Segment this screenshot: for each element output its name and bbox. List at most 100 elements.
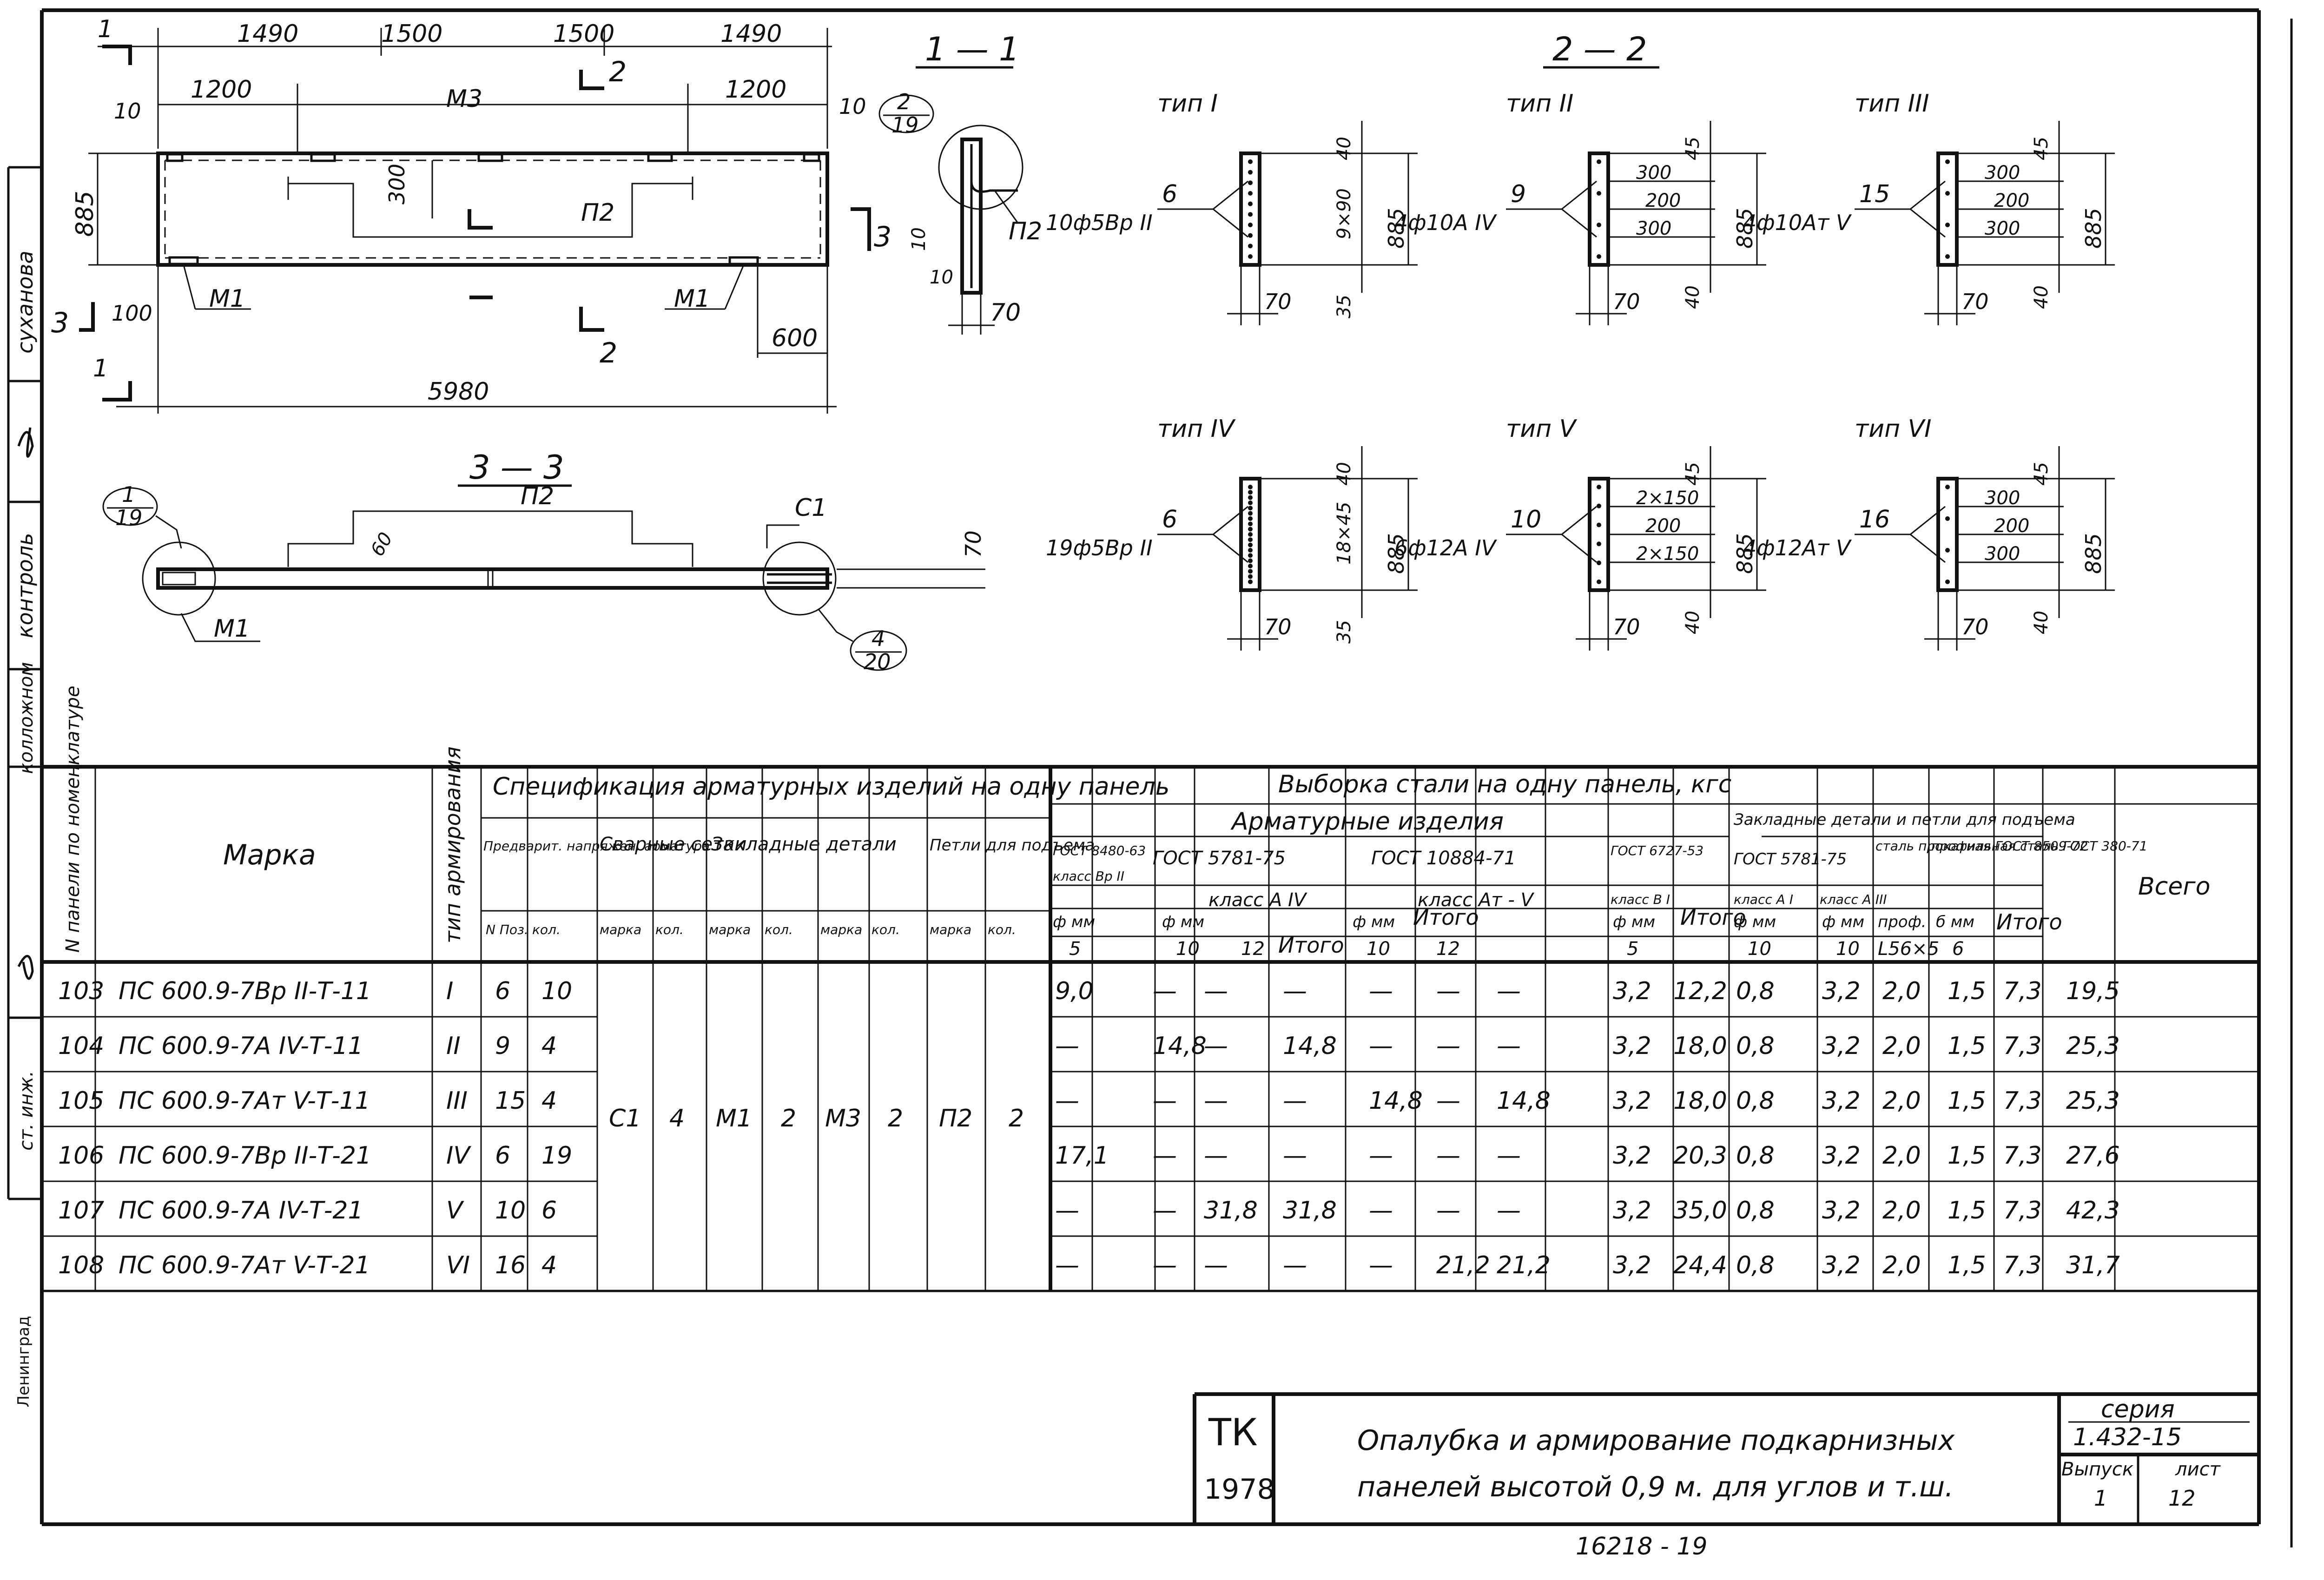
label-p2: П2 (581, 199, 614, 227)
row-poz: 10 (495, 1197, 526, 1224)
type-dim: 300 (1636, 162, 1671, 184)
hdr-fmm: ф мм (1822, 913, 1864, 931)
type-dim: 40 (2031, 611, 2052, 634)
hdr-zakl: Закладные детали (711, 834, 897, 855)
row-value: 42,3 (2066, 1197, 2120, 1224)
type-label: тип III (1855, 90, 1929, 118)
type-dim: 2×150 (1636, 487, 1699, 509)
type-width: 885 (1384, 533, 1409, 574)
row-value: 19,5 (2066, 977, 2120, 1005)
row-value: — (1204, 1087, 1228, 1115)
row-tip: I (446, 977, 453, 1005)
row-marka: ПС 600.9-7Ат V-Т-11 (119, 1087, 370, 1115)
hdr-gost10884: ГОСТ 10884-71 (1371, 848, 1516, 869)
row-value: 3,2 (1822, 1087, 1861, 1115)
row-value: 3,2 (1822, 1197, 1861, 1224)
row-value: 14,8 (1153, 1032, 1207, 1060)
hdr-gost5781: ГОСТ 5781-75 (1153, 848, 1286, 869)
shared-zakl2-mark: М3 (825, 1105, 861, 1132)
signature-2 (17, 955, 34, 980)
type-label: тип VI (1855, 415, 1932, 443)
sidebar-kolloshnom: колложном (16, 662, 37, 774)
row-value: 3,2 (1613, 1087, 1651, 1115)
type-dim: 300 (1636, 218, 1671, 239)
section-1-1-title: 1 — 1 (925, 30, 1020, 68)
cut-3-right: 3 (874, 221, 891, 253)
stamp-vypusk-label: Выпуск (2061, 1459, 2133, 1480)
hdr-fmm: ф мм (1162, 913, 1204, 931)
row-tip: VI (446, 1251, 470, 1279)
row-value: — (1369, 1032, 1393, 1060)
dim-top-4: 1490 (720, 20, 782, 48)
row-n: 106 (58, 1142, 104, 1170)
hdr-vyborka: Выборка стали на одну панель, кгс (1278, 770, 1731, 798)
section-2-2-title: 2 — 2 (1552, 30, 1647, 68)
hdr-gost5781b: ГОСТ 5781-75 (1734, 850, 1847, 869)
hdr-itogo: Итого (1996, 909, 2062, 935)
row-value: 9,0 (1055, 977, 1094, 1005)
hdr-sub: 12 (1436, 938, 1460, 960)
row-value: — (1204, 1142, 1228, 1170)
type-dim: 9×90 (1334, 188, 1355, 239)
row-value: — (1436, 1142, 1460, 1170)
row-value: — (1055, 1032, 1079, 1060)
dim-top-3: 1500 (553, 20, 614, 48)
row-value: — (1283, 1251, 1307, 1279)
row-tip: II (446, 1032, 461, 1060)
hdr-itogo: Итого (1680, 905, 1746, 930)
shared-zakl1-mark: М1 (716, 1105, 752, 1132)
label-m3: М3 (446, 85, 482, 113)
row-value: 1,5 (1948, 1032, 1986, 1060)
type-dim: 45 (1682, 137, 1703, 160)
type-dim: 40 (1334, 137, 1355, 160)
type-dim: 45 (2031, 462, 2052, 486)
row-value: 25,3 (2066, 1087, 2120, 1115)
row-value: 20,3 (1673, 1142, 1727, 1170)
hdr-gost8480: ГОСТ 8480-63 (1053, 843, 1146, 858)
type-dim: 200 (1994, 515, 2029, 537)
hdr-armizd: Арматурные изделия (1230, 808, 1504, 836)
hdr-kol: кол. (872, 922, 900, 937)
hdr-kol: кол. (655, 922, 684, 937)
hdr-d-mm: б мм (1936, 913, 1974, 931)
row-value: — (1283, 977, 1307, 1005)
row-value: — (1204, 1251, 1228, 1279)
row-kol: 10 (541, 977, 572, 1005)
hdr-spec: Спецификация арматурных изделий на одну … (493, 773, 1169, 801)
hdr-fmm: ф мм (1734, 913, 1776, 931)
row-value: — (1153, 1087, 1177, 1115)
stamp-archive: 16218 - 19 (1576, 1533, 1707, 1560)
hdr-gost6727: ГОСТ 6727-53 (1611, 843, 1703, 858)
type-dim: 2×150 (1636, 543, 1699, 565)
section-3-3-ref-right-bottom: 20 (864, 649, 891, 674)
section-1-1-ref-bottom: 19 (891, 112, 919, 138)
section-1-1-p2: П2 (1009, 217, 1042, 245)
row-tip: V (446, 1197, 464, 1224)
dim-10-right: 10 (839, 94, 866, 119)
type-pos: 6 (1162, 180, 1177, 208)
row-poz: 16 (495, 1251, 526, 1279)
section-3-3-ref-right-top: 4 (872, 626, 885, 651)
row-n: 107 (58, 1197, 104, 1224)
hdr-itogo: Итого (1278, 933, 1344, 958)
section-1-1-ref-top: 2 (897, 89, 911, 114)
row-value: 14,8 (1497, 1087, 1551, 1115)
type-dim: 35 (1334, 620, 1355, 644)
type-label: тип V (1506, 415, 1578, 443)
row-kol: 6 (541, 1197, 557, 1224)
row-value: — (1055, 1197, 1079, 1224)
type-pos: 16 (1859, 506, 1890, 533)
type-bars: 4ф12Ат V (1743, 535, 1852, 560)
hdr-sub: 6 (1952, 938, 1964, 960)
row-value: 17,1 (1055, 1142, 1109, 1170)
hdr-svar: Сварные сетки (600, 834, 747, 855)
row-value: 7,3 (2003, 1142, 2042, 1170)
row-value: 14,8 (1283, 1032, 1337, 1060)
row-value: 0,8 (1736, 1032, 1775, 1060)
type-width: 885 (2081, 208, 2106, 249)
type-dim: 40 (1334, 462, 1355, 486)
type-pos: 15 (1859, 180, 1890, 208)
